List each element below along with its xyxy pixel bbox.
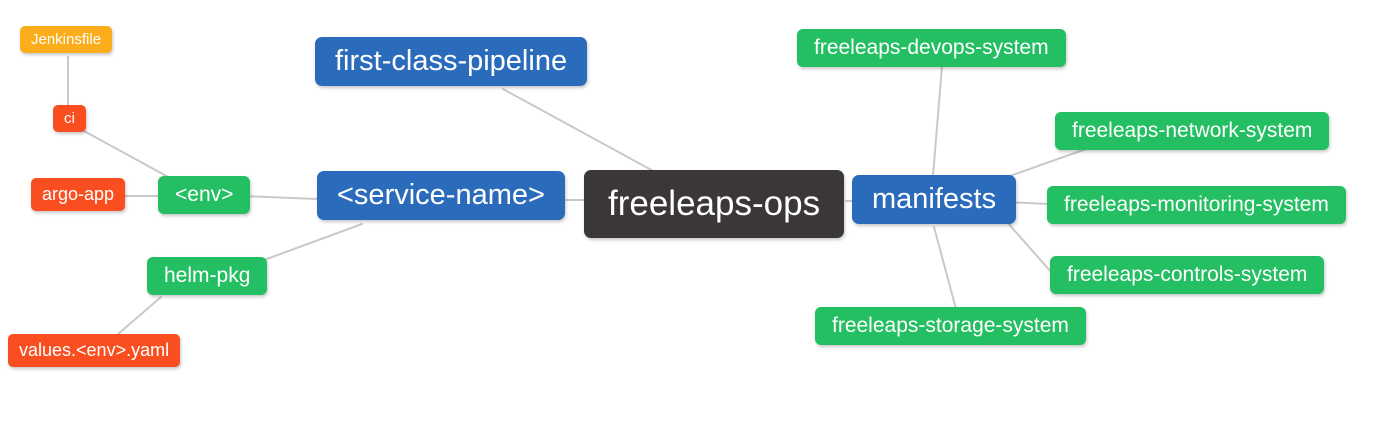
node-freeleaps-ops-root[interactable]: freeleaps-ops bbox=[584, 170, 845, 238]
node-freeleaps-storage-system[interactable]: freeleaps-storage-system bbox=[815, 307, 1086, 345]
edge-env-service-name bbox=[242, 195, 319, 200]
edge-values-helm-pkg bbox=[116, 296, 162, 336]
edge-manifests-devops-system bbox=[932, 65, 943, 177]
edge-manifests-network-system bbox=[1003, 148, 1087, 179]
node-jenkinsfile[interactable]: Jenkinsfile bbox=[20, 26, 113, 53]
node-ci[interactable]: ci bbox=[53, 105, 86, 132]
edge-ci-env bbox=[83, 130, 171, 179]
node-freeleaps-devops-system[interactable]: freeleaps-devops-system bbox=[797, 29, 1066, 67]
node-freeleaps-monitoring-system[interactable]: freeleaps-monitoring-system bbox=[1047, 186, 1346, 224]
edge-manifests-storage-system bbox=[933, 226, 957, 310]
node-first-class-pipeline[interactable]: first-class-pipeline bbox=[315, 37, 588, 86]
node-env[interactable]: <env> bbox=[158, 176, 251, 214]
node-service-name[interactable]: <service-name> bbox=[317, 171, 565, 220]
edge-manifests-controls-system bbox=[1006, 221, 1053, 274]
edge-helm-pkg-service-name bbox=[263, 223, 363, 261]
node-helm-pkg[interactable]: helm-pkg bbox=[147, 257, 268, 295]
edge-first-class-pipeline-freeleaps-ops bbox=[502, 88, 656, 173]
node-manifests[interactable]: manifests bbox=[852, 175, 1017, 224]
node-freeleaps-controls-system[interactable]: freeleaps-controls-system bbox=[1050, 256, 1325, 294]
node-values-env-yaml[interactable]: values.<env>.yaml bbox=[8, 334, 181, 367]
node-freeleaps-network-system[interactable]: freeleaps-network-system bbox=[1055, 112, 1330, 150]
node-argo-app[interactable]: argo-app bbox=[31, 178, 126, 211]
